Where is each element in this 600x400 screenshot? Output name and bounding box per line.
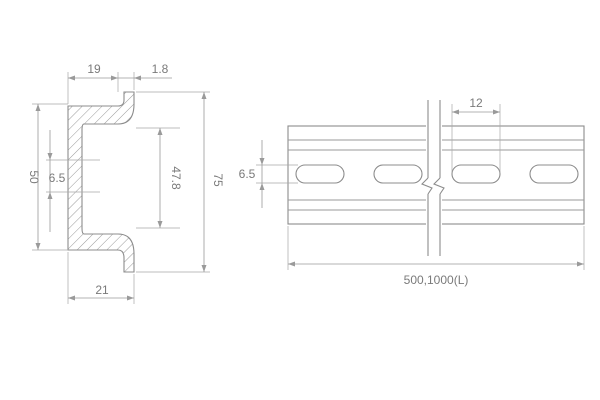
rail-slot-2 [373,164,423,184]
rail-elevation: 12 6.5 500,1000(L) [239,96,585,287]
dim-slot-pitch: 12 [451,96,501,172]
dim-profile-slot-height: 6.5 [46,130,100,232]
label-rail-slot-height: 6.5 [239,167,256,181]
dim-thickness: 1.8 [118,62,172,90]
profile-section-shape [67,91,135,273]
dim-flange-width: 19 [67,62,119,104]
label-rail-length: 500,1000(L) [404,273,469,287]
dim-total-height: 75 [136,91,225,273]
profile-cross-section: 19 1.8 50 6.5 [27,62,225,304]
label-inner-height: 47.8 [169,166,183,190]
rail-break-gap [426,100,442,260]
label-thickness: 1.8 [152,62,169,76]
label-outer-height: 50 [27,170,41,184]
label-depth: 21 [95,283,109,297]
rail-slot-1 [295,164,345,184]
rail-slot-3 [451,164,501,184]
dim-rail-length: 500,1000(L) [287,226,585,287]
label-total-height: 75 [211,173,225,187]
dim-outer-height: 50 [27,103,68,251]
label-flange-width: 19 [87,62,101,76]
rail-slot-4 [529,164,579,184]
dim-rail-slot-height: 6.5 [239,140,298,208]
dim-depth: 21 [67,252,135,304]
label-profile-slot-height: 6.5 [49,171,66,185]
label-slot-pitch: 12 [469,96,483,110]
dim-inner-height: 47.8 [136,127,183,229]
